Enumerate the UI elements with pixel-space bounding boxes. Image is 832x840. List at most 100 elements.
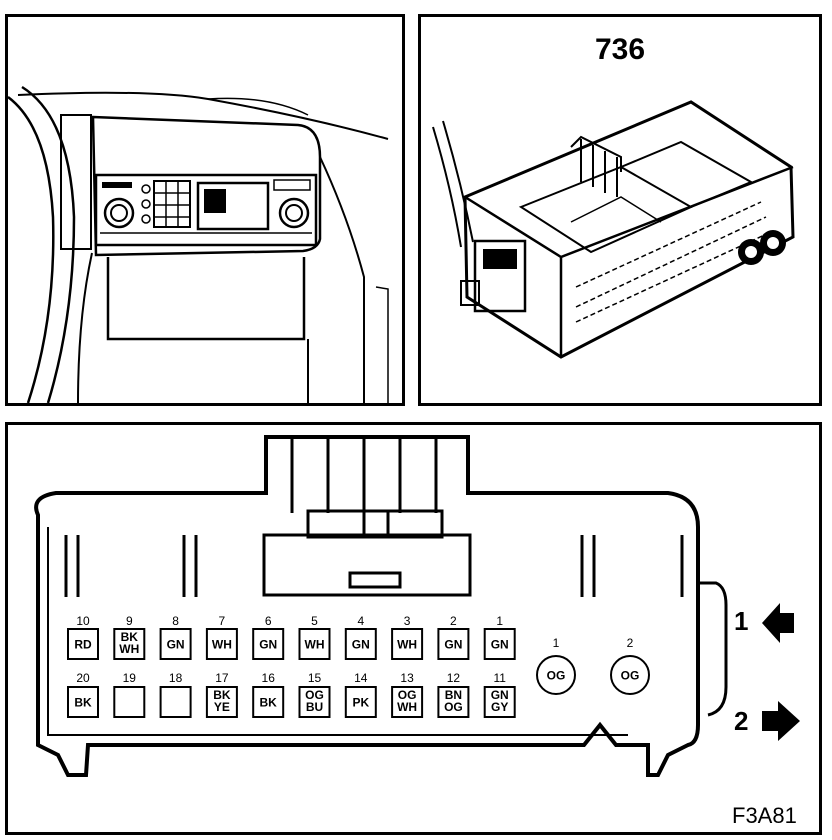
pin-socket: [536, 655, 576, 695]
wire-color-label: BK: [213, 688, 231, 702]
wire-color-label: PK: [352, 696, 369, 710]
wire-color-label: WH: [119, 642, 139, 656]
pin-socket: [344, 628, 377, 660]
pin-number: 7: [219, 614, 226, 628]
pin-socket: [483, 686, 516, 718]
pin-socket: [67, 686, 99, 718]
pin-number: 18: [169, 671, 183, 685]
pin-number: 14: [354, 671, 368, 685]
wire-color-label: BK: [260, 696, 278, 710]
round-pins: 1OG 2OG: [536, 636, 650, 695]
pin-number: 13: [400, 671, 414, 685]
wire-color-label: YE: [214, 700, 230, 714]
pin-number: 16: [262, 671, 276, 685]
pin-socket: [252, 686, 285, 718]
arrow-in-1: 1: [734, 603, 794, 643]
wire-color-label: OG: [621, 669, 640, 683]
pin-socket: [113, 628, 146, 660]
wire-color-label: GN: [259, 638, 277, 652]
wire-color-label: WH: [397, 638, 417, 652]
pin-number: 9: [126, 614, 133, 628]
wire-color-label: WH: [397, 700, 417, 714]
pin-number: 15: [308, 671, 322, 685]
pin-4: 4GN: [344, 614, 377, 660]
wire-color-label: GN: [491, 688, 509, 702]
pin-socket: [483, 628, 516, 660]
connector-3d-illustration: 736: [432, 33, 795, 359]
pin-socket: [298, 686, 331, 718]
dashboard-panel: [5, 14, 405, 406]
figure-code: F3A81: [732, 803, 797, 828]
wire-color-label: WH: [305, 638, 325, 652]
pin-socket: [252, 628, 285, 660]
pin-socket: [437, 628, 470, 660]
round-pin-2: 2OG: [610, 636, 650, 695]
component-number: 736: [595, 33, 645, 66]
pin-number: 2: [450, 614, 457, 628]
pin-8: 8GN: [159, 614, 192, 660]
arrow-2-label: 2: [734, 706, 748, 736]
pin-socket: [159, 686, 192, 718]
pin-number: 2: [627, 636, 634, 650]
pin-2: 2GN: [437, 614, 470, 660]
round-pin-1: 1OG: [536, 636, 576, 695]
wire-color-label: GN: [167, 638, 185, 652]
wire-color-label: BN: [445, 688, 462, 702]
wire-color-label: BK: [74, 696, 92, 710]
pin-socket: [391, 686, 424, 718]
wire-color-label: OG: [398, 688, 417, 702]
arrow-left-icon: [762, 603, 794, 643]
connector-outline: [34, 435, 700, 777]
pin-socket: [298, 628, 331, 660]
wire-color-label: OG: [305, 688, 324, 702]
wire-color-label: BK: [121, 630, 139, 644]
pin-socket: [113, 686, 146, 718]
wire-color-label: WH: [212, 638, 232, 652]
pin-number: 19: [123, 671, 137, 685]
pin-18: 18: [159, 671, 192, 718]
connector-3d-panel: 736: [418, 14, 822, 406]
pin-socket: [205, 628, 238, 660]
wire-color-label: GY: [491, 700, 508, 714]
pin-7: 7WH: [205, 614, 238, 660]
pin-socket: [159, 628, 192, 660]
arrow-right-icon: [762, 701, 800, 741]
wire-color-label: GN: [444, 638, 462, 652]
pin-number: 8: [172, 614, 179, 628]
wire-color-label: OG: [547, 669, 566, 683]
pin-number: 4: [357, 614, 364, 628]
pin-socket: [437, 686, 470, 718]
pin-socket: [391, 628, 424, 660]
pin-number: 17: [215, 671, 229, 685]
pin-socket: [610, 655, 650, 695]
pin-19: 19: [113, 671, 146, 718]
wire-color-label: BU: [306, 700, 323, 714]
wire-color-label: RD: [74, 638, 92, 652]
pin-number: 10: [76, 614, 90, 628]
pin-socket: [344, 686, 377, 718]
pin-number: 5: [311, 614, 318, 628]
pin-number: 6: [265, 614, 272, 628]
pin-number: 12: [447, 671, 461, 685]
wire-color-label: GN: [491, 638, 509, 652]
dashboard-illustration: [8, 85, 389, 403]
pin-number: 3: [404, 614, 411, 628]
pin-3: 3WH: [391, 614, 424, 660]
wire-color-label: OG: [444, 700, 463, 714]
pin-5: 5WH: [298, 614, 331, 660]
pin-socket: [67, 628, 99, 660]
pin-number: 1: [496, 614, 503, 628]
pin-number: 20: [76, 671, 90, 685]
